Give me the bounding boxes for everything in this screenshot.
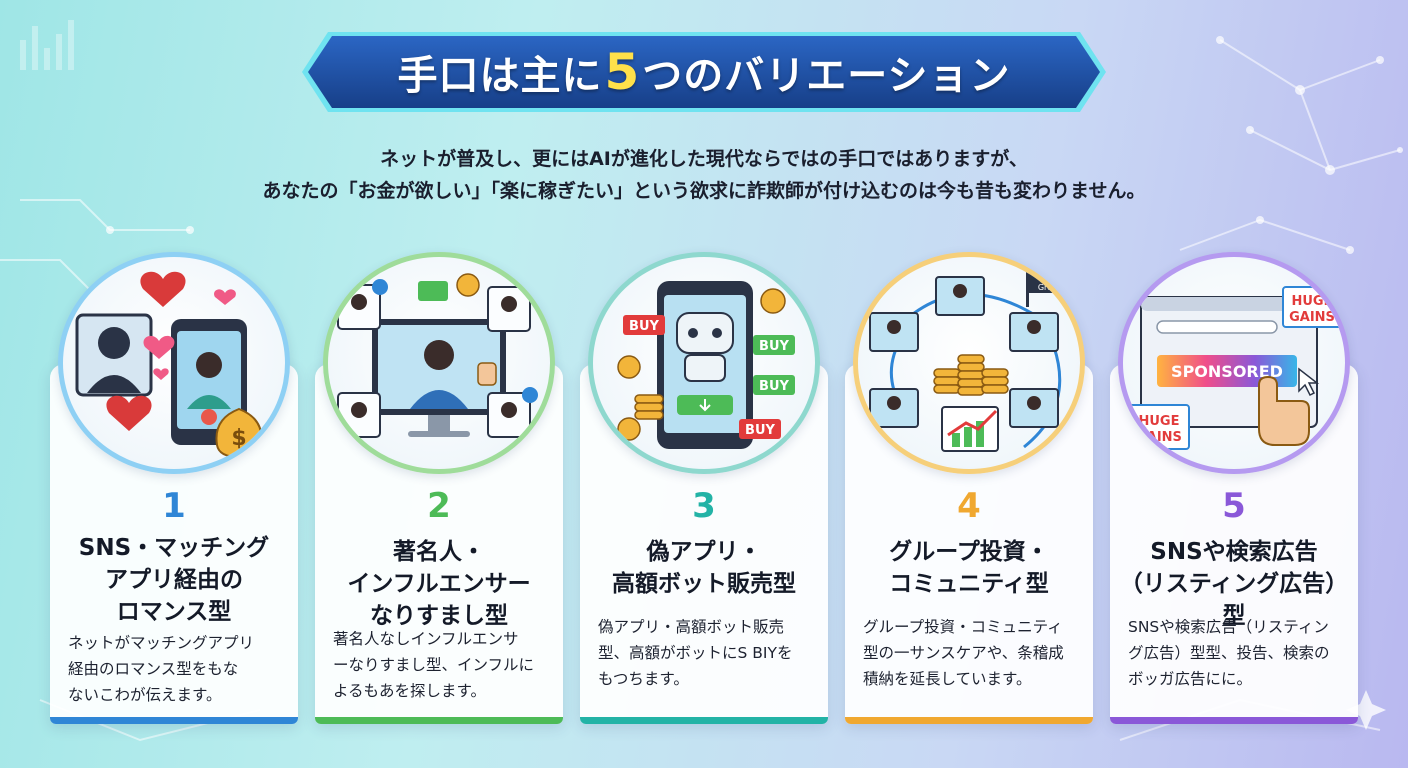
broken-heart-icon <box>106 271 186 431</box>
coin-icon <box>418 273 480 301</box>
card-description: SNSや検索広告（リスティング広告）型型、投告、検索のボッガ広告にに。 <box>1128 618 1330 688</box>
money-bag-icon: $ <box>215 407 263 459</box>
phone-icon <box>171 319 247 445</box>
svg-text:SPONSORED: SPONSORED <box>1171 362 1283 381</box>
svg-text:HUGE: HUGE <box>1139 414 1180 429</box>
download-icon <box>677 395 733 415</box>
hand-pointer-icon <box>1258 375 1310 446</box>
intro-line-2: あなたの「お金が欲しい」「楽に稼ぎたい」という欲求に詐欺師が付け込むのは今も昔も… <box>262 180 1146 202</box>
card-title: グループ投資・コミュニティ型 <box>889 539 1049 597</box>
svg-text:HUGE: HUGE <box>1292 294 1333 309</box>
card-number: 1 <box>162 486 186 526</box>
svg-text:BUY: BUY <box>759 379 789 394</box>
svg-text:GAINS: GAINS <box>1289 310 1335 325</box>
coin-stack-icon <box>933 354 1009 396</box>
card-title: SNSや検索広告（リスティング広告）型 <box>1119 539 1349 629</box>
card-1-illustration: $ <box>58 252 290 474</box>
card-description: グループ投資・コミュニティ型の一サンスケアや、条稽成積納を延長しています。 <box>863 618 1064 688</box>
svg-text:Group: Group <box>1038 283 1062 292</box>
card-2-illustration <box>323 252 555 474</box>
card-description: ネットがマッチングアプリ経由のロマンス型をもなないこわが伝えます。 <box>68 634 255 704</box>
card-number: 4 <box>957 486 981 526</box>
card-title: 偽アプリ・高額ボット販売型 <box>612 539 796 597</box>
svg-text:$: $ <box>231 426 246 451</box>
svg-text:BUY: BUY <box>745 423 775 438</box>
thumbs-up-icon <box>477 362 497 386</box>
svg-text:BUY: BUY <box>759 339 789 354</box>
card-description: 偽アプリ・高額ボット販売型、高額がボットにS BIYをもつちます。 <box>598 618 793 688</box>
card-title: SNS・マッチングアプリ経由のロマンス型 <box>78 535 270 625</box>
card-description: 著名人なしインフルエンサーなりすまし型、インフルによるもあを探します。 <box>333 630 535 700</box>
cursor-icon <box>1298 367 1320 397</box>
robot-icon <box>676 312 734 382</box>
svg-text:VIP: VIP <box>1040 269 1061 282</box>
svg-text:GAINS: GAINS <box>1136 430 1182 445</box>
verified-badge-icon <box>372 279 538 403</box>
card-number: 3 <box>692 486 716 526</box>
card-3-illustration: BUY BUY BUY BUY <box>588 252 820 474</box>
coin-icon <box>617 288 786 441</box>
card-number: 5 <box>1222 486 1246 526</box>
buy-tag: BUY BUY BUY BUY <box>623 315 795 439</box>
silhouette-icon <box>75 313 153 397</box>
card-title: 著名人・インフルエンサーなりすまし型 <box>347 539 531 629</box>
intro-line-1: ネットが普及し、更にはAIが進化した現代ならではの手口ではありますが、 <box>380 148 1028 170</box>
card-number: 2 <box>427 486 451 526</box>
vip-flag-icon: VIP Group <box>1026 263 1073 307</box>
card-4-illustration: VIP Group <box>853 252 1085 474</box>
heart-icon <box>143 289 236 380</box>
svg-text:BUY: BUY <box>629 319 659 334</box>
chart-up-icon <box>941 406 999 452</box>
